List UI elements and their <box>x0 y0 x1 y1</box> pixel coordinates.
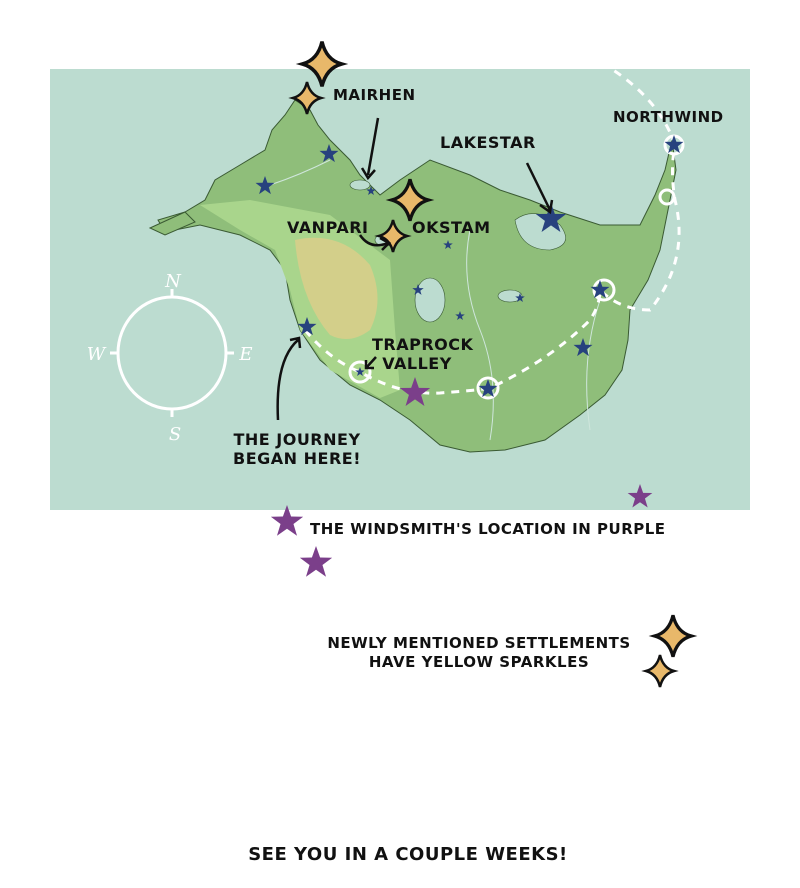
label-northwind: NORTHWIND <box>613 108 724 126</box>
highland-region <box>295 237 378 339</box>
label-vanpari: VANPARI <box>287 218 369 237</box>
legend-sparkles-line1: NEWLY MENTIONED SETTLEMENTS <box>327 634 631 652</box>
label-lakestar: LAKESTAR <box>440 133 536 152</box>
compass-west: W <box>87 344 107 365</box>
label-journey-line1: THE JOURNEY <box>233 430 361 449</box>
label-mairhen: MAIRHEN <box>333 86 416 104</box>
label-traprock-line1: TRAPROCK <box>372 335 474 354</box>
compass-rose-icon <box>110 289 234 417</box>
compass-south: S <box>169 424 181 445</box>
west-islet <box>148 211 196 236</box>
label-okstam: OKSTAM <box>412 218 491 237</box>
legend-sparkles-line2: HAVE YELLOW SPARKLES <box>368 653 590 671</box>
compass-north: N <box>164 271 182 292</box>
rivers <box>269 159 601 441</box>
footer-message: SEE YOU IN A COUPLE WEEKS! <box>248 844 568 865</box>
label-arrows <box>276 117 554 421</box>
compass-east: E <box>238 344 252 365</box>
label-traprock-line2: VALLEY <box>382 354 452 373</box>
label-journey-line2: BEGAN HERE! <box>233 449 361 468</box>
legend-windsmith: THE WINDSMITH'S LOCATION IN PURPLE <box>310 520 666 538</box>
